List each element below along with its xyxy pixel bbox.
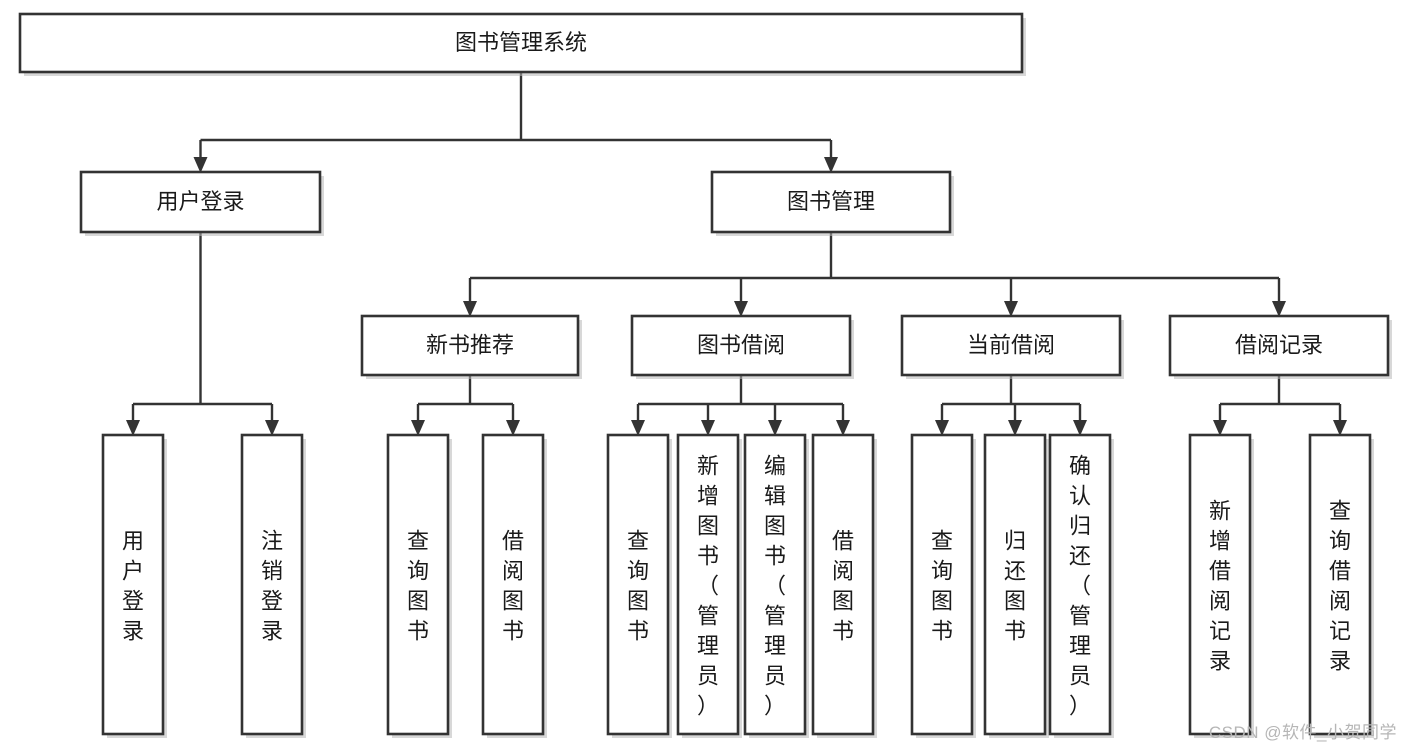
arrow-head-icon [836,420,850,436]
node-box[interactable] [811,433,875,736]
node-box[interactable] [240,433,304,736]
connector-group-3 [411,375,520,436]
node-label: 归还图书 [1004,529,1026,644]
connector-group-5 [935,375,1087,436]
node-label: 查询图书 [627,529,649,644]
node-label: 查询借阅记录 [1329,499,1351,674]
arrow-head-icon [768,420,782,436]
arrow-head-icon [701,420,715,436]
node-借阅图书-group[interactable]: 借阅图书 [811,433,877,738]
arrow-head-icon [631,420,645,436]
edge-layer [126,72,1347,436]
arrow-head-icon [411,420,425,436]
connector-group-4 [631,375,850,436]
node-label: 新增图书（管理员） [697,454,719,719]
connector-group-2 [126,232,279,436]
node-label: 借阅记录 [1235,332,1323,357]
connector-group-6 [1213,375,1347,436]
node-box[interactable] [910,433,974,736]
node-box[interactable] [1048,433,1112,736]
node-新增图书管理员-group[interactable]: 新增图书（管理员） [676,433,742,738]
connector-group-0 [193,72,838,173]
arrow-head-icon [463,301,477,317]
node-box[interactable] [79,170,322,234]
node-新增借阅记录-group[interactable]: 新增借阅记录 [1188,433,1254,738]
node-label: 查询图书 [931,529,953,644]
node-图书借阅-group[interactable]: 图书借阅 [630,314,854,379]
node-label: 确认归还（管理员） [1069,454,1091,719]
node-box[interactable] [710,170,952,234]
node-当前借阅-group[interactable]: 当前借阅 [900,314,1124,379]
connector-group-1 [463,232,1286,317]
node-box[interactable] [1188,433,1252,736]
node-查询图书-group[interactable]: 查询图书 [386,433,452,738]
arrow-head-icon [265,420,279,436]
node-查询借阅记录-group[interactable]: 查询借阅记录 [1308,433,1374,738]
arrow-head-icon [1008,420,1022,436]
node-注销登录-group[interactable]: 注销登录 [240,433,306,738]
node-box[interactable] [360,314,580,377]
node-新书推荐-group[interactable]: 新书推荐 [360,314,582,379]
node-label: 图书管理 [787,189,875,214]
node-box[interactable] [1308,433,1372,736]
node-借阅图书-group[interactable]: 借阅图书 [481,433,547,738]
node-label: 借阅图书 [832,529,854,644]
node-label: 编辑图书（管理员） [764,454,786,719]
node-box[interactable] [743,433,807,736]
arrow-head-icon [935,420,949,436]
node-layer: 图书管理系统用户登录图书管理新书推荐图书借阅当前借阅借阅记录用户登录注销登录查询… [18,12,1392,738]
node-label: 查询图书 [407,529,429,644]
node-box[interactable] [676,433,740,736]
node-图书管理系统-group[interactable]: 图书管理系统 [18,12,1026,76]
node-label: 图书借阅 [697,332,785,357]
node-box[interactable] [1168,314,1390,377]
node-label: 图书管理系统 [455,30,587,55]
node-label: 借阅图书 [502,529,524,644]
arrow-head-icon [126,420,140,436]
node-确认归还管理员-group[interactable]: 确认归还（管理员） [1048,433,1114,738]
arrow-head-icon [1272,301,1286,317]
arrow-head-icon [1333,420,1347,436]
node-box[interactable] [900,314,1122,377]
csdn-watermark: CSDN @软件_小贺同学 [1208,723,1397,742]
node-box[interactable] [101,433,165,736]
arrow-head-icon [193,157,208,173]
node-box[interactable] [18,12,1024,74]
node-图书管理-group[interactable]: 图书管理 [710,170,954,236]
node-label: 用户登录 [156,189,244,214]
node-box[interactable] [481,433,545,736]
node-用户登录-group[interactable]: 用户登录 [79,170,324,236]
node-box[interactable] [630,314,852,377]
node-查询图书-group[interactable]: 查询图书 [910,433,976,738]
node-label: 用户登录 [122,529,144,644]
node-box[interactable] [386,433,450,736]
node-查询图书-group[interactable]: 查询图书 [606,433,672,738]
node-label: 当前借阅 [967,332,1055,357]
node-借阅记录-group[interactable]: 借阅记录 [1168,314,1392,379]
node-label: 新书推荐 [426,332,514,357]
node-用户登录-group[interactable]: 用户登录 [101,433,167,738]
arrow-head-icon [1073,420,1087,436]
node-归还图书-group[interactable]: 归还图书 [983,433,1049,738]
node-label: 新增借阅记录 [1209,499,1231,674]
node-box[interactable] [606,433,670,736]
node-label: 注销登录 [261,529,283,644]
arrow-head-icon [734,301,748,317]
arrow-head-icon [824,157,838,173]
node-编辑图书管理员-group[interactable]: 编辑图书（管理员） [743,433,809,738]
arrow-head-icon [506,420,520,436]
arrow-head-icon [1213,420,1227,436]
node-box[interactable] [983,433,1047,736]
arrow-head-icon [1004,301,1018,317]
